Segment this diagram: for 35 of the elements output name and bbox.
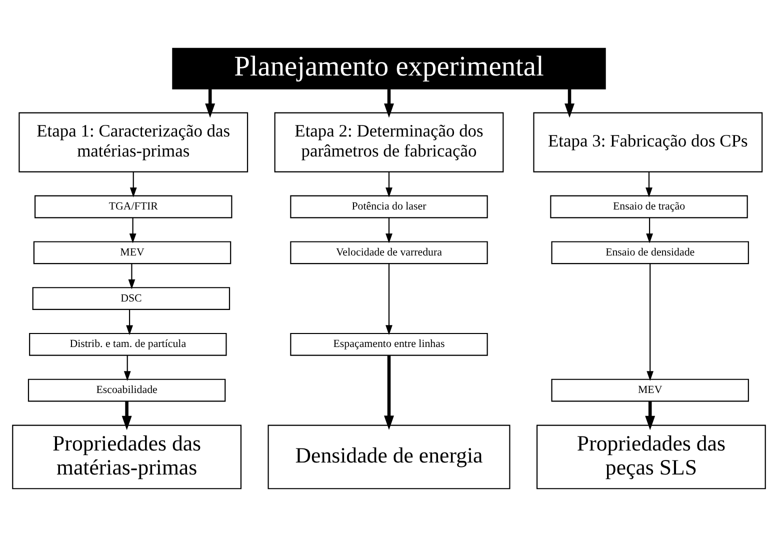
arrow [129,217,136,243]
node-box: Escoabilidade [28,378,226,402]
node-box: Potência do laser [290,194,488,218]
arrow [384,355,394,430]
arrow [128,263,136,289]
arrow [384,88,394,118]
arrow [646,263,654,380]
arrow [122,400,132,430]
node-box: Planejamento experimental [172,47,606,89]
node-box: Propriedades das matérias-primas [12,424,242,489]
node-box: Propriedades das peças SLS [536,424,766,489]
node-box: MEV [33,240,232,264]
arrow [564,88,575,118]
arrow [386,263,392,335]
arrow [126,309,133,335]
node-box: Ensaio de densidade [551,240,749,264]
arrow [646,217,653,243]
arrow [130,171,137,197]
node-box: Velocidade de varredura [290,240,488,264]
node-box: MEV [551,378,749,402]
node-box: Ensaio de tração [550,194,748,218]
arrow [386,171,392,197]
arrow [124,355,131,380]
node-box: TGA/FTIR [34,194,232,218]
arrow [205,88,216,118]
node-box: Etapa 3: Fabricação dos CPs [533,112,763,172]
node-box: Etapa 1: Caracterização das matérias-primas [18,112,248,172]
node-box: Etapa 2: Determinação dos parâmetros de fabricação [274,112,504,172]
node-box: Distrib. e tam. de partícula [29,332,227,356]
arrow [386,217,392,243]
node-box: DSC [32,286,230,310]
arrow [645,400,656,430]
node-box: Densidade de energia [268,424,510,489]
node-box: Espaçamento entre linhas [290,332,488,356]
arrow [646,171,652,197]
